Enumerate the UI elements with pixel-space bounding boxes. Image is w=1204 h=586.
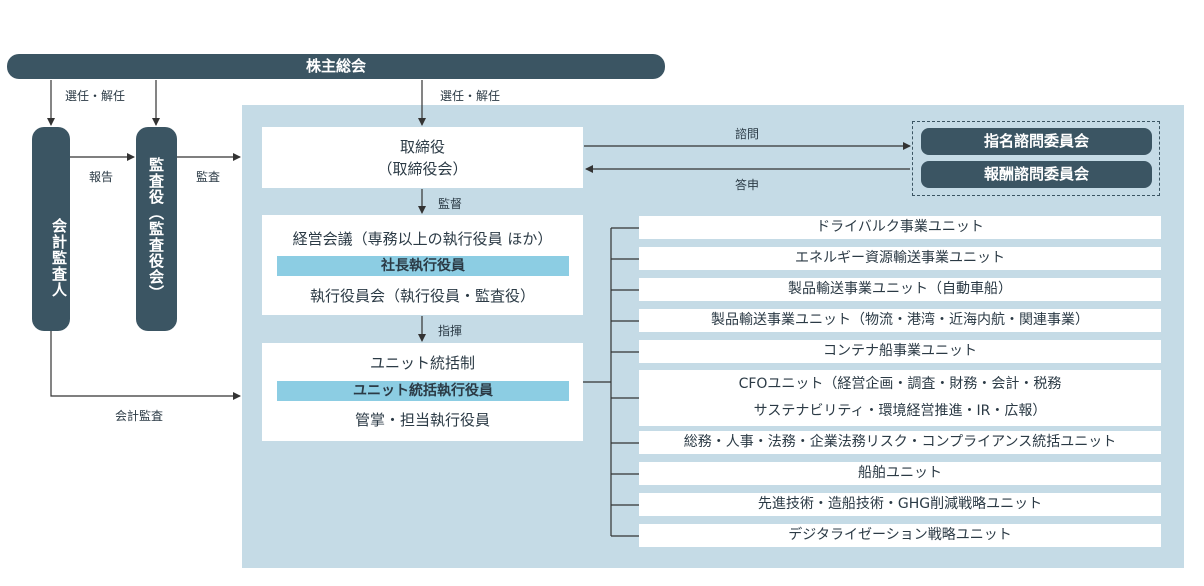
unit-ship: 船舶ユニット xyxy=(639,462,1161,485)
remuneration-committee: 報酬諮問委員会 xyxy=(921,161,1152,188)
label-command: 指揮 xyxy=(438,324,463,338)
label-supervise: 監督 xyxy=(438,197,463,211)
unit-digital: デジタライゼーション戦略ユニット xyxy=(639,524,1161,547)
board-title: 取締役 xyxy=(399,137,445,156)
unit-system-label: ユニット統括制 xyxy=(369,354,475,372)
label-audit: 監査 xyxy=(196,170,221,184)
board-subtitle: （取締役会） xyxy=(377,159,468,178)
label-elect-left: 選任・解任 xyxy=(65,89,126,103)
unit-executive-band: ユニット統括執行役員 xyxy=(277,381,569,401)
label-consult: 諮問 xyxy=(735,127,760,141)
committee-group xyxy=(912,121,1160,196)
audit-board-box: 監査役（監査役会） xyxy=(136,127,177,331)
unit-cfo-box: CFOユニット（経営企画・調査・財務・会計・税務 サステナビリティ・環境経営推進… xyxy=(639,370,1161,426)
unit-car-carrier: 製品輸送事業ユニット（自動車船） xyxy=(639,278,1161,301)
president-band: 社長執行役員 xyxy=(277,256,569,276)
unit-logistics: 製品輸送事業ユニット（物流・港湾・近海内航・関連事業） xyxy=(639,309,1161,332)
unit-cfo-line2: サステナビリティ・環境経営推進・IR・広報） xyxy=(753,403,1047,419)
unit-cfo-line1: CFOユニット（経営企画・調査・財務・会計・税務 xyxy=(738,376,1062,392)
label-report: 報告 xyxy=(89,170,114,184)
arrow-account-audit xyxy=(50,331,241,400)
unit-container: コンテナ船事業ユニット xyxy=(639,340,1161,363)
label-answer: 答申 xyxy=(735,178,760,192)
unit-general-affairs: 総務・人事・法務・企業法務リスク・コンプライアンス統括ユニット xyxy=(639,431,1161,454)
management-meeting-label: 経営会議（専務以上の執行役員 ほか） xyxy=(292,230,553,248)
managing-officers-label: 管掌・担当執行役員 xyxy=(354,411,490,429)
management-meeting-box: 経営会議（専務以上の執行役員 ほか） 社長執行役員 執行役員会（執行役員・監査役… xyxy=(262,215,583,315)
unit-technology: 先進技術・造船技術・GHG削減戦略ユニット xyxy=(639,493,1161,516)
board-of-directors-box: 取締役 （取締役会） xyxy=(262,127,583,188)
unit-system-box: ユニット統括制 ユニット統括執行役員 管掌・担当執行役員 xyxy=(262,343,583,441)
unit-dry-bulk: ドライバルク事業ユニット xyxy=(639,216,1161,239)
accounting-auditor-box: 会計監査人 xyxy=(32,127,70,331)
nomination-committee: 指名諮問委員会 xyxy=(921,128,1152,155)
label-account-audit: 会計監査 xyxy=(115,409,164,423)
label-elect-center: 選任・解任 xyxy=(440,89,501,103)
shareholders-meeting-bar: 株主総会 xyxy=(7,54,665,79)
executive-officers-meeting-label: 執行役員会（執行役員・監査役） xyxy=(309,287,535,305)
unit-energy: エネルギー資源輸送事業ユニット xyxy=(639,247,1161,270)
